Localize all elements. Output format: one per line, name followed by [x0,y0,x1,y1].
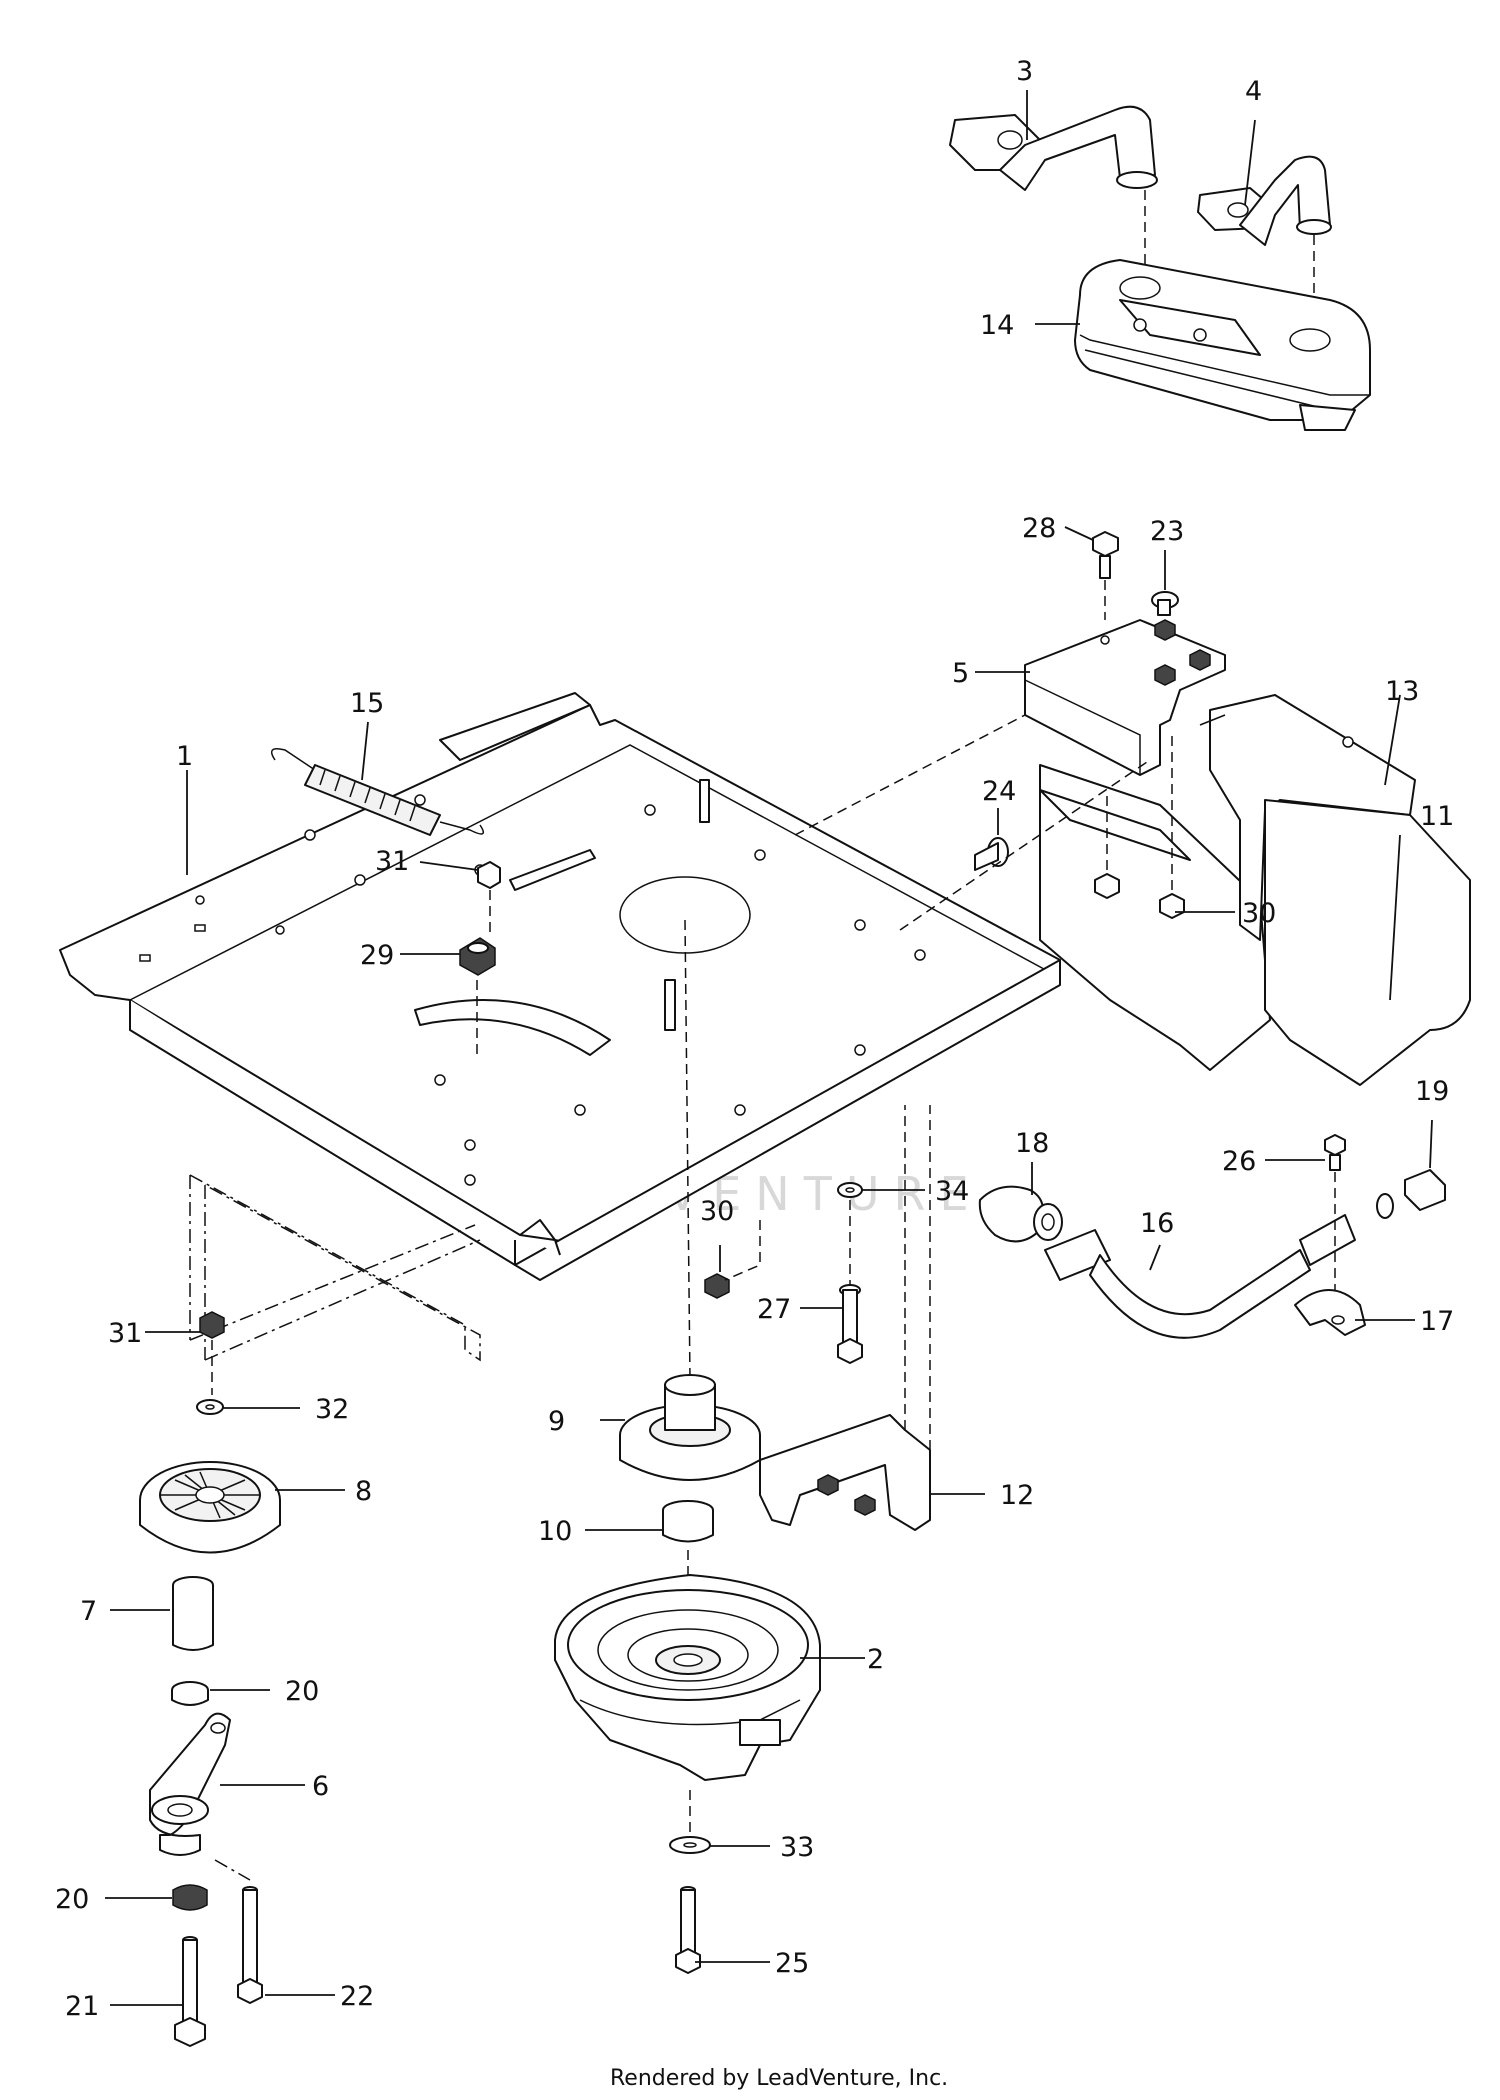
part-6-idler-arm [149,1712,231,1856]
callout-34: 34 [935,1176,969,1207]
callout-13: 13 [1385,676,1419,707]
part-4-exhaust-pipe [1197,155,1332,246]
callout-23: 23 [1150,516,1184,547]
callout-20-lower: 20 [55,1884,89,1915]
guide-left-outline [189,1174,481,1362]
callout-3: 3 [1016,56,1033,87]
leader-lines [105,90,1433,2006]
callout-25: 25 [775,1948,809,1979]
part-7-spacer [172,1576,214,1651]
callout-18: 18 [1015,1128,1049,1159]
callout-2: 2 [867,1644,884,1675]
part-31-nut-upper [477,861,501,935]
part-8-idler-pulley [139,1461,281,1554]
callout-7: 7 [80,1596,97,1627]
part-20-bushing-lower [172,1859,251,1911]
part-33-washer [669,1790,711,1854]
part-26-screw [1324,1134,1346,1290]
part-28-bolt [1092,531,1119,620]
part-9-pulley [619,1374,761,1481]
callout-20-upper: 20 [285,1676,319,1707]
callout-29: 29 [360,940,394,971]
part-16-fuel-hose [1044,1214,1356,1339]
part-30-nut-lower [704,1220,761,1299]
callout-12: 12 [1000,1480,1034,1511]
part-27-bolt [837,1284,863,1364]
part-15-spring [270,748,485,836]
callout-5: 5 [952,658,969,689]
callout-1: 1 [176,741,193,772]
callout-15: 15 [350,688,384,719]
callout-9: 9 [548,1406,565,1437]
part-10-bushing [662,1500,714,1543]
callout-31-lower: 31 [108,1318,142,1349]
callout-6: 6 [312,1771,329,1802]
part-20-bushing-upper [171,1681,209,1706]
callout-17: 17 [1420,1306,1454,1337]
part-23-bolt [1151,591,1179,616]
part-19-fitting [1376,1169,1446,1219]
callout-11: 11 [1420,801,1454,832]
callout-26: 26 [1222,1146,1256,1177]
part-14-muffler [1074,259,1371,431]
part-22-bolt [237,1886,263,2004]
part-32-washer [196,1399,224,1415]
part-24-bolt [974,837,1009,871]
part-13-battery-cover [1199,694,1471,1086]
callout-21: 21 [65,1991,99,2022]
callout-30-upper: 30 [1242,898,1276,929]
callout-19: 19 [1415,1076,1449,1107]
dash-frame-to-bracket [794,714,1026,836]
callout-32: 32 [315,1394,349,1425]
part-25-bolt [675,1886,701,1974]
part-3-exhaust-pipe [949,105,1158,191]
callout-14: 14 [980,310,1014,341]
callout-27: 27 [757,1294,791,1325]
callout-22: 22 [340,1981,374,2012]
part-11-battery-tray [1039,764,1271,1071]
callout-10: 10 [538,1516,572,1547]
callout-16: 16 [1140,1208,1174,1239]
part-31-nut-lower [199,1311,225,1395]
callout-4: 4 [1245,76,1262,107]
part-29-nut [459,937,496,1060]
callout-28: 28 [1022,513,1056,544]
part-1-frame-plate [59,692,1061,1281]
part-17-clamp [1294,1289,1366,1336]
part-2-clutch [554,1574,821,1781]
callout-33: 33 [780,1832,814,1863]
part-18-fitting [978,1185,1063,1243]
callout-labels: 1 2 3 4 5 6 7 8 9 10 11 12 13 14 15 16 1… [55,56,1454,2022]
footer-credit: Rendered by LeadVenture, Inc. [610,2066,948,2091]
part-12-bracket [759,1105,931,1531]
part-5-bracket [1024,619,1226,776]
part-21-bolt [174,1936,206,2047]
callout-8: 8 [355,1476,372,1507]
callout-30-lower: 30 [700,1196,734,1227]
dash-frame-to-plate-hole [684,919,691,1381]
callout-31-upper: 31 [375,846,409,877]
callout-24: 24 [982,776,1016,807]
dash-frame-to-tray [899,759,1151,931]
